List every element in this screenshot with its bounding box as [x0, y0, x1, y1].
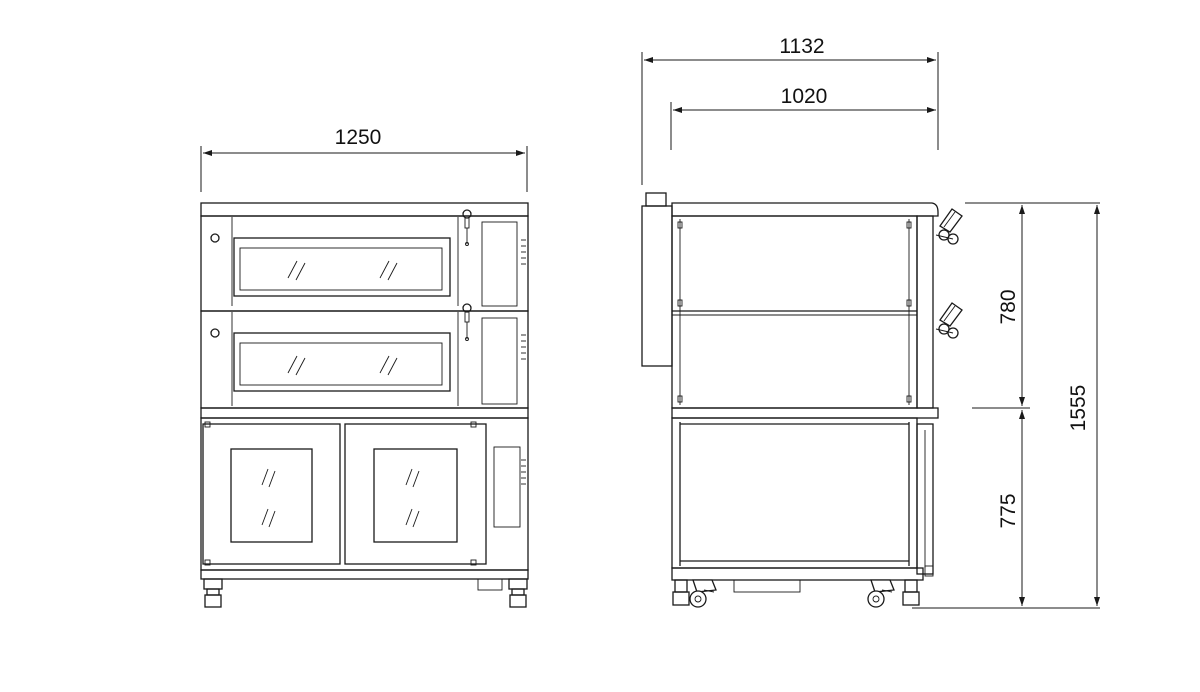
front-width-label: 1250 [335, 126, 382, 149]
side-base [671, 567, 924, 581]
lower-vent-slots [521, 334, 526, 360]
total-height-label: 1555 [1067, 385, 1090, 432]
side-separator [671, 407, 939, 419]
side-upper-valve-handle [935, 208, 963, 245]
proofer-glass-marks [261, 468, 420, 528]
total-height-dimension: 1555 [1067, 205, 1100, 606]
side-depth-overall-dimension: 1132 [641, 35, 939, 185]
upper-deck-door [233, 237, 451, 297]
side-flue [645, 192, 667, 207]
lower-control-panel [481, 317, 518, 405]
proofer-cabinet [200, 417, 529, 571]
lower-deck-window [239, 342, 443, 386]
side-rear-foot [672, 579, 690, 606]
upper-deck-window [239, 247, 443, 291]
side-proofer [671, 417, 934, 577]
proofer-right-window [373, 448, 458, 543]
upper-vent-slots [521, 239, 526, 265]
proofer-height-label: 775 [997, 493, 1020, 528]
lower-glass-marks [287, 355, 398, 376]
side-top-cap [671, 202, 939, 217]
side-deck-section [671, 215, 934, 409]
side-view: 1132 1020 [641, 35, 1100, 609]
side-rear-box [641, 205, 673, 367]
front-left-foot [203, 578, 223, 608]
front-top-cap [200, 202, 529, 217]
front-drain-box [477, 578, 503, 591]
upper-glass-marks [287, 260, 398, 281]
deck-height-label: 780 [997, 289, 1020, 324]
lower-indicator-light [210, 328, 220, 338]
front-base [200, 569, 529, 608]
proofer-control-panel [493, 446, 521, 528]
side-depth-body-label: 1020 [781, 85, 828, 108]
deck-height-dimension: 780 [997, 205, 1025, 406]
upper-deck [200, 209, 529, 312]
side-rear-caster [689, 579, 717, 608]
side-front-caster [867, 579, 895, 608]
lower-deck [200, 303, 529, 409]
proofer-left-door [202, 423, 341, 565]
proofer-vent-slots [521, 459, 526, 485]
side-depth-body-dimension: 1020 [670, 85, 936, 150]
height-extension-lines [912, 202, 1100, 609]
upper-steam-valve [462, 209, 472, 246]
front-width-dimension: 1250 [200, 126, 528, 192]
lower-steam-valve [462, 303, 472, 341]
front-right-foot [508, 578, 528, 608]
lower-deck-door [233, 332, 451, 392]
proofer-left-window [230, 448, 313, 543]
front-separator [200, 407, 529, 419]
side-drain-box [733, 579, 801, 593]
upper-indicator-light [210, 233, 220, 243]
proofer-height-dimension: 775 [997, 410, 1025, 606]
front-view: 1250 [200, 126, 529, 608]
proofer-hinges [204, 421, 477, 566]
side-depth-overall-label: 1132 [779, 35, 824, 58]
proofer-right-door [344, 423, 487, 565]
side-lower-valve-handle [935, 302, 963, 339]
side-front-foot [902, 579, 920, 606]
upper-control-panel [481, 221, 518, 307]
side-front-panel [916, 215, 934, 409]
